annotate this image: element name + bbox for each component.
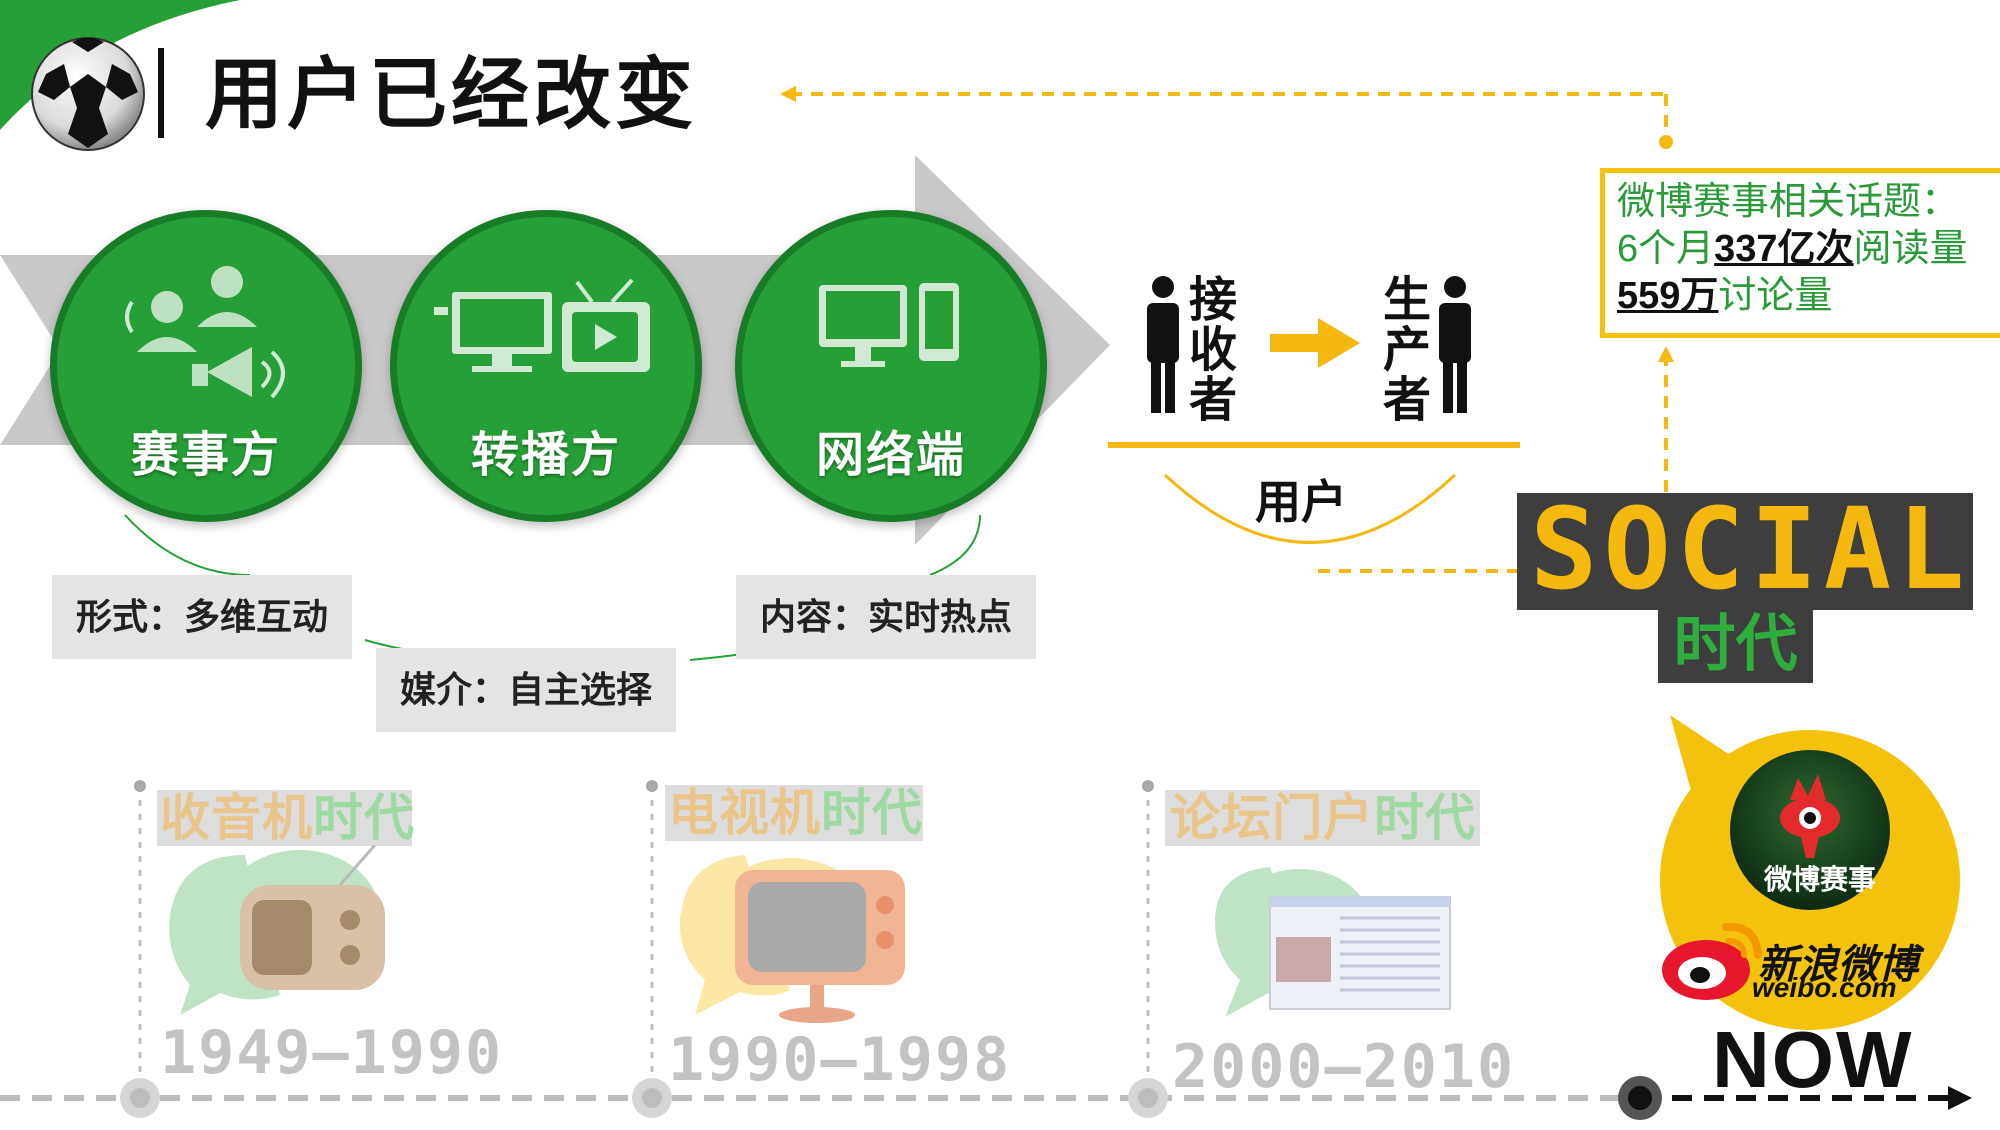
radio-icon <box>169 845 385 1015</box>
era-suffix: 时代 <box>313 790 415 846</box>
receiver-label: 接收者 <box>1188 274 1237 427</box>
stats-line-reads: 6个月337亿次阅读量 <box>1617 226 1993 273</box>
stats-discussions: 559万 <box>1617 275 1719 317</box>
social-era-label: 时代 <box>1673 610 1798 679</box>
era-years-forum: 2000–2010 <box>1172 1032 1516 1102</box>
weibo-brand-name: 新浪微博 <box>1758 943 1918 987</box>
stage-label: 赛事方 <box>130 429 281 482</box>
era-label-radio: 收音机时代 <box>160 790 415 846</box>
users-broadcast-icon <box>125 266 285 399</box>
era-years-radio: 1949–1990 <box>160 1018 504 1088</box>
era-suffix: 时代 <box>821 785 923 841</box>
title-divider <box>158 48 164 138</box>
stage-label: 转播方 <box>470 429 621 482</box>
weibo-stats-box: 微博赛事相关话题： 6个月337亿次阅读量 559万讨论量 <box>1600 168 2000 338</box>
stage-circle-organizer: 赛事方 <box>50 210 362 522</box>
producer-label: 生产者 <box>1382 274 1431 427</box>
person-receiver-icon <box>1147 276 1179 413</box>
timeline-guides <box>0 780 1972 1120</box>
user-divider <box>1108 442 1520 448</box>
sina-weibo-logo-icon <box>1662 922 1762 1000</box>
era-name: 电视机 <box>668 785 821 841</box>
stage-circle-internet: 网络端 <box>735 210 1047 522</box>
user-arc <box>1163 473 1457 544</box>
stage-label: 网络端 <box>815 429 966 482</box>
stats-reads-suffix: 阅读量 <box>1853 228 1968 270</box>
desktop-phone-icon <box>819 283 959 367</box>
corner-decoration <box>0 0 240 130</box>
stats-reads: 337亿次 <box>1714 228 1854 270</box>
feature-tag-form: 形式：多维互动 <box>52 575 353 659</box>
weibo-avatar-label: 微博赛事 <box>1763 864 1876 895</box>
era-name: 论坛门户 <box>1170 790 1374 846</box>
era-suffix: 时代 <box>1374 790 1476 846</box>
social-era-banner <box>1658 606 1813 683</box>
era-name: 收音机 <box>160 790 313 846</box>
now-label: NOW <box>1712 1015 1914 1104</box>
weibo-brand-url: weibo.com <box>1752 972 1897 1003</box>
social-banner <box>1517 493 1973 610</box>
stage-circle-broadcaster: 转播方 <box>390 210 702 522</box>
era-years-tv: 1990–1998 <box>668 1025 1012 1095</box>
era-label-bg <box>665 785 923 841</box>
weibo-avatar <box>1730 750 1890 910</box>
feature-tag-content: 内容：实时热点 <box>736 575 1037 659</box>
era-label-bg <box>157 790 412 846</box>
person-producer-icon <box>1439 276 1471 413</box>
stats-line-discussions: 559万讨论量 <box>1617 273 1993 320</box>
feature-tag-media: 媒介：自主选择 <box>376 648 677 732</box>
stats-line-topic: 微博赛事相关话题： <box>1617 181 1960 223</box>
soccer-ball-icon <box>31 37 145 151</box>
social-title: SOCIAL <box>1530 485 1971 615</box>
tv-icon <box>679 855 905 1023</box>
era-label-forum: 论坛门户时代 <box>1170 790 1476 846</box>
page-title: 用户已经改变 <box>205 50 698 138</box>
feedback-dashed-arrow <box>780 86 1674 573</box>
user-label: 用户 <box>1255 476 1347 528</box>
forum-screen-icon <box>1215 867 1451 1017</box>
monitor-tv-icon <box>434 278 650 372</box>
stats-months: 6个月 <box>1617 228 1715 270</box>
era-label-bg <box>1165 790 1480 846</box>
era-label-tv: 电视机时代 <box>668 785 923 841</box>
transition-arrow-icon <box>1270 318 1360 368</box>
stats-discussions-suffix: 讨论量 <box>1718 275 1833 317</box>
